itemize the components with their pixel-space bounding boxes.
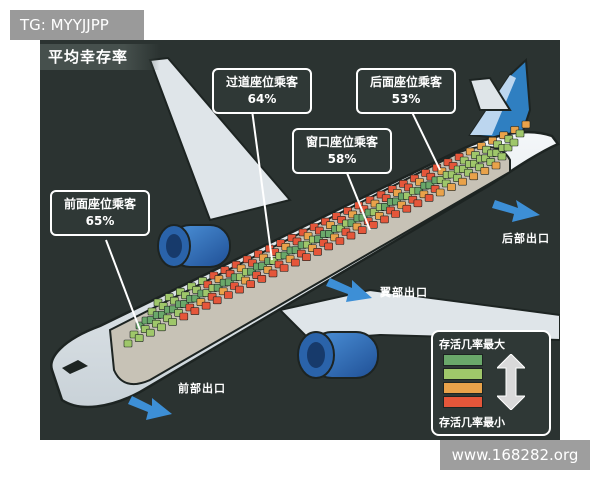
seat	[279, 264, 289, 272]
seat	[201, 301, 211, 310]
seat	[435, 188, 445, 197]
seat	[521, 120, 531, 129]
seat	[268, 269, 278, 278]
double-arrow-icon	[497, 354, 525, 410]
callout-window: 窗口座位乘客 58%	[292, 128, 392, 174]
callout-front-value: 65%	[85, 214, 115, 228]
callout-window-value: 58%	[327, 152, 357, 166]
seat	[168, 318, 177, 326]
wing-exit-label: 翼部出口	[380, 286, 428, 299]
seat	[246, 280, 255, 288]
rear-stabilizer-top	[468, 76, 512, 111]
legend-bottom-label: 存活几率最小	[439, 416, 505, 429]
seat	[402, 204, 412, 213]
legend-swatch-4	[443, 396, 483, 408]
callout-aisle-value: 64%	[247, 92, 277, 106]
seat	[324, 242, 334, 251]
seat	[123, 339, 133, 348]
cockpit-windows	[62, 360, 88, 374]
legend-swatch-1	[443, 354, 483, 366]
seat	[491, 161, 501, 170]
seat	[224, 291, 233, 299]
front-leader	[105, 239, 141, 331]
seat	[212, 296, 222, 305]
callout-front: 前面座位乘客 65%	[50, 190, 150, 236]
legend-swatch-3	[443, 382, 483, 394]
seat	[179, 312, 189, 321]
window-leader	[344, 167, 371, 231]
seat	[458, 177, 467, 186]
legend-top-label: 存活几率最大	[439, 338, 505, 351]
callout-rear: 后面座位乘客 53%	[356, 68, 456, 114]
legend-swatch-2	[443, 368, 483, 380]
seat	[346, 231, 356, 240]
seat	[368, 221, 378, 229]
seat	[357, 226, 367, 234]
callout-rear-label: 后面座位乘客	[369, 75, 442, 89]
airplane-illustration	[50, 56, 560, 420]
seat	[380, 215, 389, 224]
survival-legend: 存活几率最大 存活几率最小	[431, 330, 551, 436]
rear-leader	[409, 107, 441, 171]
infographic-stage: 平均幸存率 过道座位乘客 64% 后面座位乘客 53% 窗口座位乘客 58% 前…	[40, 40, 560, 440]
seat	[313, 248, 322, 256]
seat	[190, 307, 200, 315]
seat	[447, 183, 456, 191]
seat	[302, 253, 311, 261]
seat	[391, 210, 400, 218]
seat	[146, 328, 155, 337]
wing-exit-arrow	[326, 278, 372, 302]
seat	[413, 199, 423, 208]
seat	[480, 167, 490, 175]
watermark-bottom-tag: www.168282.org	[440, 440, 590, 470]
seat	[424, 194, 434, 202]
seat	[257, 275, 267, 283]
front-exit-label: 前部出口	[178, 382, 226, 395]
callout-rear-value: 53%	[391, 92, 421, 106]
rear-exit-label: 后部出口	[502, 232, 550, 245]
upper-wing	[148, 56, 292, 222]
callout-aisle-label: 过道座位乘客	[225, 75, 298, 89]
seat	[157, 323, 166, 332]
rear-exit-arrow	[492, 200, 540, 222]
seat	[515, 129, 525, 138]
upper-engine	[157, 224, 231, 268]
front-exit-arrow	[128, 396, 172, 420]
seat	[235, 285, 244, 294]
seat	[469, 172, 479, 181]
aisle-leader	[251, 109, 273, 261]
callout-window-label: 窗口座位乘客	[305, 135, 378, 149]
seat	[134, 334, 144, 342]
callout-aisle: 过道座位乘客 64%	[212, 68, 312, 114]
seat	[497, 152, 507, 161]
seat	[509, 138, 519, 147]
seat	[335, 237, 345, 245]
title-banner: 平均幸存率	[40, 44, 160, 70]
watermark-top-tag: TG: MYYJJPP	[10, 10, 144, 40]
seat	[291, 258, 300, 267]
callout-front-label: 前面座位乘客	[63, 197, 136, 211]
seat-grid	[123, 120, 531, 348]
lower-engine	[297, 331, 379, 379]
